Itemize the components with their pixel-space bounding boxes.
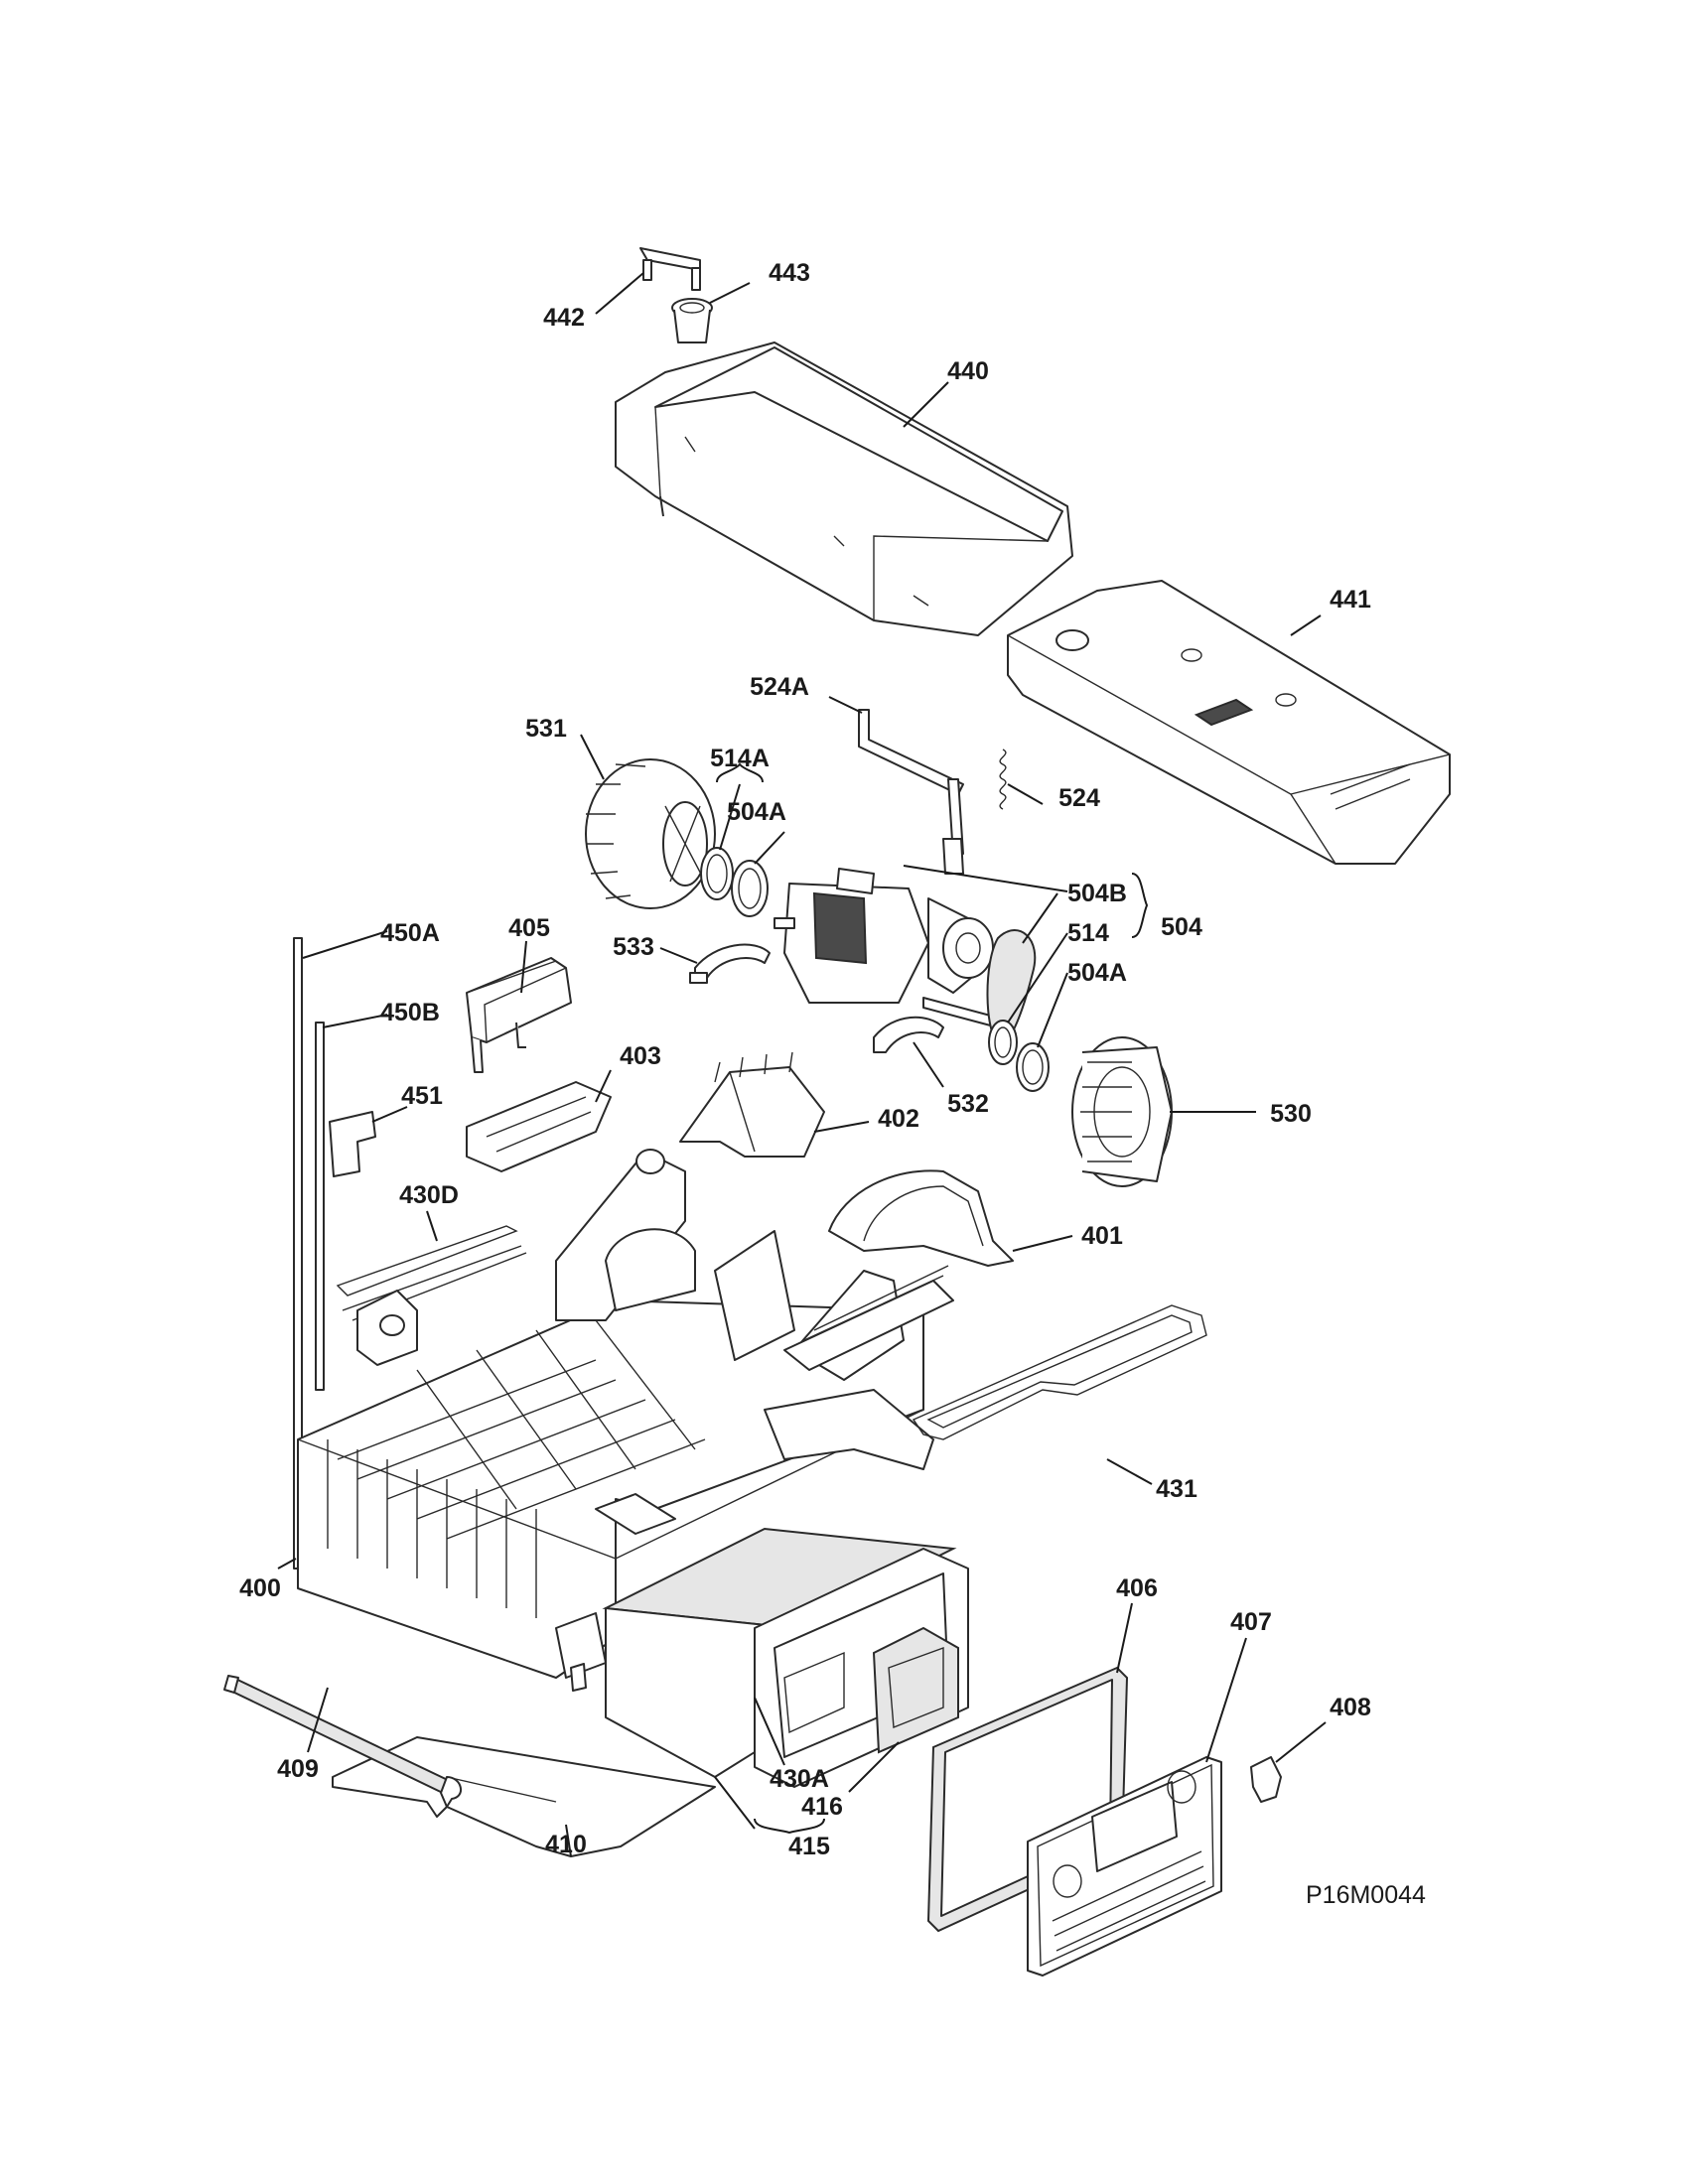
part-531-impeller: [585, 758, 716, 909]
diagram-id: P16M0044: [1306, 1881, 1426, 1909]
part-407-front-panel: [1027, 1756, 1222, 1977]
part-451-bracket: [329, 1111, 376, 1177]
callout-405: 405: [508, 914, 550, 942]
part-405-module: [466, 957, 572, 1073]
part-440-duct-cover: [615, 341, 1073, 636]
callout-533: 533: [613, 933, 654, 961]
part-442-bracket: [639, 247, 701, 291]
part-514-ring: [988, 1020, 1018, 1065]
part-400-base: [297, 1149, 954, 1692]
part-441-container: [1007, 580, 1451, 865]
part-443-cup: [671, 298, 713, 343]
callout-408: 408: [1330, 1694, 1371, 1721]
callout-450B: 450B: [380, 999, 440, 1026]
part-403-board: [466, 1081, 612, 1172]
callout-504A-lower: 504A: [1067, 959, 1127, 987]
callout-402: 402: [878, 1105, 919, 1133]
callout-401: 401: [1081, 1222, 1123, 1250]
callout-430D: 430D: [399, 1181, 459, 1209]
callout-514: 514: [1067, 919, 1109, 947]
part-401-cover: [828, 1169, 1014, 1267]
callout-504A: 504A: [727, 798, 786, 826]
part-402-cover: [679, 1051, 825, 1158]
callout-416: 416: [801, 1793, 843, 1821]
callout-407: 407: [1230, 1608, 1272, 1636]
callout-442: 442: [543, 304, 585, 332]
callout-403: 403: [620, 1042, 661, 1070]
part-450B-rod: [315, 1022, 325, 1391]
part-504A-seal-ring-lower: [1016, 1042, 1050, 1092]
part-532-clamp: [873, 1016, 944, 1053]
callout-443: 443: [769, 259, 810, 287]
callout-415: 415: [788, 1833, 830, 1860]
callout-451: 451: [401, 1082, 443, 1110]
callout-431: 431: [1156, 1475, 1197, 1503]
callout-430A: 430A: [770, 1765, 829, 1793]
callout-514A: 514A: [710, 745, 770, 772]
callout-labels: 442 443 440 441 524A 531 514A 504A 524 4…: [239, 259, 1371, 1860]
part-514A-ring: [731, 860, 769, 917]
part-431-gasket: [912, 1304, 1207, 1440]
part-410-plate: [332, 1736, 716, 1857]
leader-lines: [277, 272, 1327, 1857]
part-415-drawer-assembly: [602, 1527, 969, 1788]
part-524A-arm: [858, 709, 964, 875]
callout-532: 532: [947, 1090, 989, 1118]
callout-524A: 524A: [750, 673, 809, 701]
callout-531: 531: [525, 715, 567, 743]
callout-409: 409: [277, 1755, 319, 1783]
callout-440: 440: [947, 357, 989, 385]
part-504-motor: [774, 868, 999, 1028]
callout-400: 400: [239, 1574, 281, 1602]
callout-524: 524: [1058, 784, 1100, 812]
callout-410: 410: [545, 1831, 587, 1858]
part-533-clamp: [689, 943, 771, 984]
part-524-spring: [999, 749, 1007, 810]
part-409-hose: [223, 1675, 462, 1808]
part-504A-seal-ring: [700, 847, 734, 900]
part-530-impeller: [1071, 1036, 1173, 1187]
callout-441: 441: [1330, 586, 1371, 614]
callout-406: 406: [1116, 1574, 1158, 1602]
part-408-clip: [1250, 1756, 1282, 1803]
callout-450A: 450A: [380, 919, 440, 947]
callout-504: 504: [1161, 913, 1202, 941]
callout-504B: 504B: [1067, 880, 1127, 907]
callout-530: 530: [1270, 1100, 1312, 1128]
